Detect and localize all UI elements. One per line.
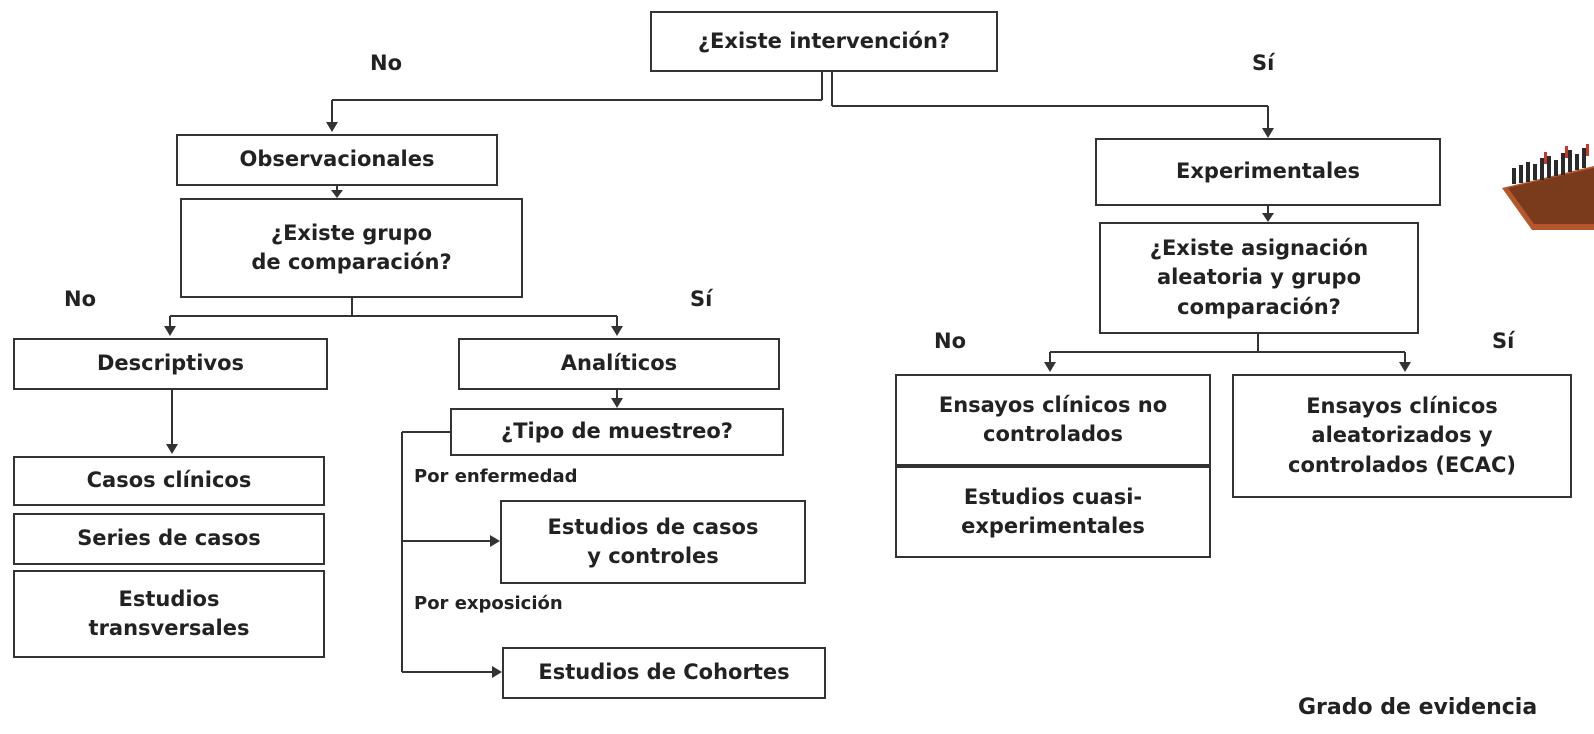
comparison-no-label: No <box>64 287 97 311</box>
sampling-type-question-box: ¿Tipo de muestreo? <box>450 408 784 456</box>
comparison-yes-label: Sí <box>690 287 713 311</box>
randomized-controlled-trials-box: Ensayos clínicos aleatorizados y control… <box>1232 374 1572 498</box>
chess-board-image <box>1502 138 1594 230</box>
experimental-box: Experimentales <box>1095 138 1441 206</box>
quasi-experimental-studies-box: Estudios cuasi- experimentales <box>895 466 1211 558</box>
uncontrolled-trials-box: Ensayos clínicos no controlados <box>895 374 1211 466</box>
random-yes-label: Sí <box>1492 329 1515 353</box>
root-yes-label: Sí <box>1252 51 1275 75</box>
intervention-question-box: ¿Existe intervención? <box>650 11 998 72</box>
cohort-studies-box: Estudios de Cohortes <box>502 647 826 699</box>
case-series-box: Series de casos <box>13 513 325 565</box>
analytic-box: Analíticos <box>458 338 780 390</box>
evidence-grade-label: Grado de evidencia <box>1298 695 1538 720</box>
random-assignment-question-box: ¿Existe asignación aleatoria y grupo com… <box>1099 222 1419 334</box>
clinical-cases-box: Casos clínicos <box>13 456 325 506</box>
case-control-studies-box: Estudios de casos y controles <box>500 500 806 584</box>
by-exposure-label: Por exposición <box>414 593 563 614</box>
by-disease-label: Por enfermedad <box>414 466 578 487</box>
observational-box: Observacionales <box>176 134 498 186</box>
descriptive-box: Descriptivos <box>13 338 328 390</box>
cross-sectional-studies-box: Estudios transversales <box>13 570 325 658</box>
random-no-label: No <box>934 329 967 353</box>
comparison-group-question-box: ¿Existe grupo de comparación? <box>180 198 523 298</box>
root-no-label: No <box>370 51 403 75</box>
